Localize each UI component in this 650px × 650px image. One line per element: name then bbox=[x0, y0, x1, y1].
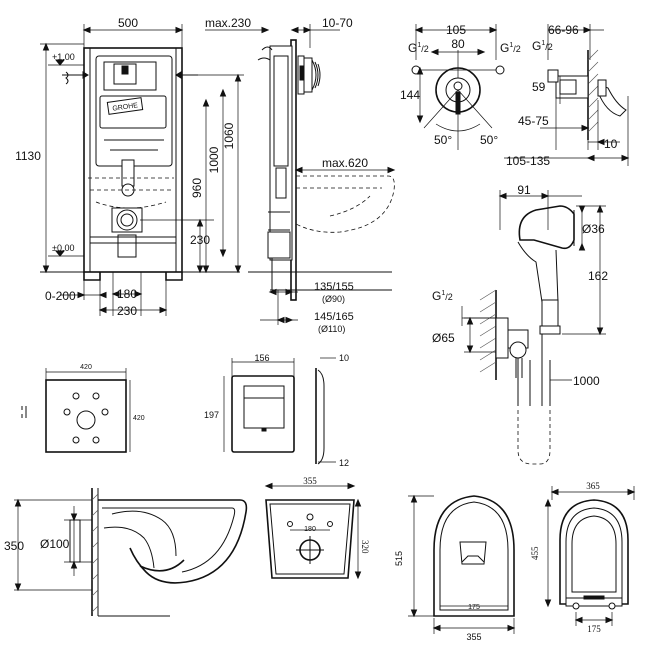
sound-mat: 420 420 bbox=[21, 364, 145, 453]
pipe-90-label: (Ø90) bbox=[322, 294, 345, 304]
mat-height-420: 420 bbox=[133, 415, 145, 422]
mixer-wall-hatch bbox=[587, 49, 599, 133]
bowl-plan-view: 515 175 355 bbox=[394, 494, 516, 642]
plate-depth-12: 12 bbox=[339, 458, 349, 468]
seat-depth-455: 455 bbox=[530, 546, 540, 560]
shower-wall-hatch bbox=[479, 289, 497, 373]
frame-height-960: 960 bbox=[190, 178, 204, 198]
plate-height-197: 197 bbox=[204, 410, 219, 420]
range-10-70: 10-70 bbox=[322, 16, 353, 30]
mixer-height-144: 144 bbox=[400, 88, 420, 102]
shower-height-162: 162 bbox=[588, 269, 608, 283]
mixer-side-view: 66-96 G1/2 59 45-75 bbox=[504, 23, 630, 168]
bowl-back-view: 355 180 320 bbox=[264, 476, 370, 580]
bowl-plan-width-355: 355 bbox=[466, 632, 481, 642]
shower-thread-label: G1/2 bbox=[432, 289, 453, 303]
frame-height-1060: 1060 bbox=[222, 122, 236, 149]
bowl-top-width-355: 355 bbox=[303, 476, 317, 486]
frame-height-1130: 1130 bbox=[15, 149, 41, 163]
dim-180: 180 bbox=[117, 287, 137, 301]
mixer-depth-10: 10 bbox=[604, 137, 618, 151]
dim-230-bottom: 230 bbox=[117, 304, 137, 318]
seat-hinge-175: 175 bbox=[587, 624, 601, 634]
bowl-side-section: Ø100 350 bbox=[4, 488, 248, 617]
range-145-165: 145/165 bbox=[314, 311, 354, 323]
bowl-wall-hatch bbox=[91, 493, 99, 613]
toilet-seat: 365 175 455 bbox=[530, 481, 636, 634]
pipe-110-label: (Ø110) bbox=[318, 324, 345, 334]
shower-width-91: 91 bbox=[517, 183, 531, 197]
mixer-angle-right: 50° bbox=[480, 133, 498, 147]
bowl-plan-holes-175: 175 bbox=[468, 604, 480, 611]
level-plus-label: +1,00 bbox=[52, 52, 75, 62]
plate-depth-10: 10 bbox=[339, 353, 349, 363]
range-135-155: 135/155 bbox=[314, 281, 354, 293]
frame-width-label: 500 bbox=[118, 16, 138, 30]
mixer-width-80: 80 bbox=[451, 37, 465, 51]
frame-height-1000: 1000 bbox=[207, 146, 221, 173]
range-0-200: 0-200 bbox=[45, 289, 76, 303]
mixer-depth-59: 59 bbox=[532, 80, 546, 94]
plate-width-156: 156 bbox=[254, 353, 269, 363]
brand-plate-text: GROHE bbox=[112, 102, 139, 113]
bowl-top-depth-320: 320 bbox=[360, 540, 370, 554]
bowl-top-holes-180: 180 bbox=[304, 526, 316, 533]
shower-dia-65: Ø65 bbox=[432, 331, 455, 345]
mixer-angle-left: 50° bbox=[434, 133, 452, 147]
seat-width-365: 365 bbox=[586, 481, 600, 491]
outlet-height-230: 230 bbox=[190, 233, 210, 247]
mixer-thread-side: G1/2 bbox=[532, 39, 553, 53]
bowl-plan-depth-515: 515 bbox=[394, 551, 404, 566]
frame-front-view: 500 GROHE bbox=[15, 16, 244, 318]
range-105-135: 105-135 bbox=[506, 154, 550, 168]
frame-side-view: max.230 10-70 max.620 135/155 bbox=[205, 16, 396, 334]
mat-width-420: 420 bbox=[80, 364, 92, 371]
mixer-thread-right: G1/2 bbox=[500, 41, 521, 55]
level-zero-label: ±0,00 bbox=[52, 243, 74, 253]
shower-dia-36: Ø36 bbox=[582, 222, 605, 236]
range-66-96: 66-96 bbox=[548, 23, 579, 37]
outlet-dia-100: Ø100 bbox=[40, 537, 70, 551]
mixer-thread-left: G1/2 bbox=[408, 41, 429, 55]
max-620-label: max.620 bbox=[322, 156, 368, 170]
range-45-75: 45-75 bbox=[518, 114, 549, 128]
bowl-height-350: 350 bbox=[4, 539, 24, 553]
flush-plate: 156 197 10 12 bbox=[204, 353, 349, 468]
mixer-front-view: 105 80 G1/2 G1/2 144 50° 50° bbox=[400, 23, 521, 150]
max-230-label: max.230 bbox=[205, 16, 251, 30]
hand-shower-set: 91 Ø36 162 G1/2 bbox=[432, 183, 608, 465]
mixer-width-105: 105 bbox=[446, 23, 466, 37]
hose-length-1000: 1000 bbox=[573, 374, 600, 388]
